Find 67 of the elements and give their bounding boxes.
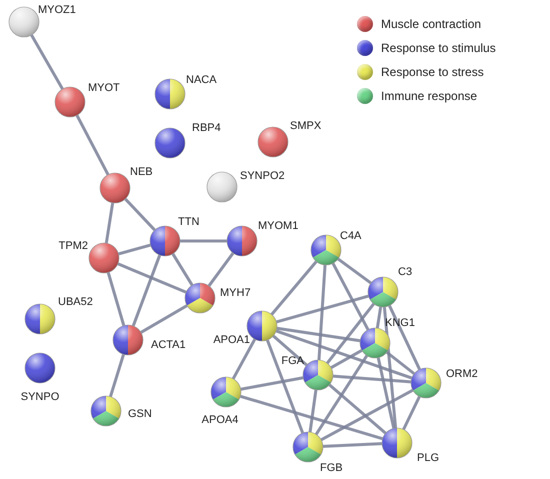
connector-line: [172, 253, 194, 286]
protein-label: FGB: [320, 462, 343, 475]
connector-line: [314, 354, 368, 436]
connector-line: [376, 306, 382, 328]
connector-line: [270, 260, 318, 316]
connector-line: [76, 114, 110, 176]
connector-line: [388, 304, 421, 370]
connector-line: [320, 388, 414, 442]
connector-line: [337, 258, 372, 284]
connector-line: [317, 264, 327, 360]
connector-line: [272, 334, 308, 366]
connector-line: [276, 294, 369, 324]
connector-line: [240, 394, 384, 440]
protein-label: GSN: [128, 408, 152, 421]
connector-line: [326, 302, 375, 364]
connector-line: [308, 390, 318, 432]
legend-text: Muscle contraction: [381, 17, 482, 31]
connector-line: [232, 338, 256, 380]
legend-text: Immune response: [381, 89, 478, 103]
protein-label: SYNPO: [20, 391, 60, 404]
protein-label: NEB: [130, 166, 153, 179]
connector-line: [140, 304, 188, 334]
legend-text: Response to stress: [381, 65, 484, 79]
protein-label: MYH7: [220, 287, 251, 300]
connector-line: [276, 326, 360, 342]
protein-label: MYOZ1: [38, 4, 76, 17]
connector-line: [332, 374, 412, 384]
protein-label: ACTA1: [151, 339, 186, 352]
protein-label: C3: [398, 266, 412, 279]
legend-text: Response to stimulus: [381, 41, 496, 55]
connector-line: [376, 357, 396, 429]
connector-line: [208, 252, 234, 287]
protein-label: TTN: [178, 216, 200, 229]
protein-label: MYOT: [88, 82, 120, 95]
protein-label: UBA52: [58, 296, 93, 309]
connector-line: [109, 354, 125, 398]
protein-label: TPM2: [58, 240, 88, 253]
connector-line: [132, 254, 162, 326]
protein-label: ORM2: [446, 368, 478, 381]
connector-line: [322, 442, 382, 448]
protein-label: FGA: [281, 355, 304, 368]
connector-line: [332, 262, 370, 330]
connector-line: [117, 262, 187, 294]
protein-label: KNG1: [385, 317, 415, 330]
connector-line: [266, 339, 304, 434]
connector-line: [118, 244, 151, 256]
protein-label: RBP4: [192, 122, 221, 135]
connector-line: [104, 202, 114, 244]
connector-line: [124, 198, 156, 232]
connector-line: [382, 306, 398, 428]
connector-line: [328, 384, 387, 434]
protein-label: SYNPO2: [240, 170, 285, 183]
connector-line: [30, 34, 64, 90]
protein-label: APOA4: [202, 414, 238, 427]
protein-label: MYOM1: [258, 220, 298, 233]
connector-line: [330, 349, 363, 369]
connector-line: [106, 272, 126, 326]
protein-label: NACA: [186, 74, 217, 87]
connector-line: [240, 376, 304, 391]
protein-label: PLG: [417, 452, 440, 465]
protein-label: C4A: [340, 230, 362, 243]
connector-line: [180, 240, 227, 242]
protein-label: SMPX: [290, 120, 322, 133]
protein-label: APOA1: [213, 334, 250, 347]
connector-line: [402, 396, 421, 430]
connector-line: [386, 351, 416, 375]
connector-line: [276, 330, 412, 380]
